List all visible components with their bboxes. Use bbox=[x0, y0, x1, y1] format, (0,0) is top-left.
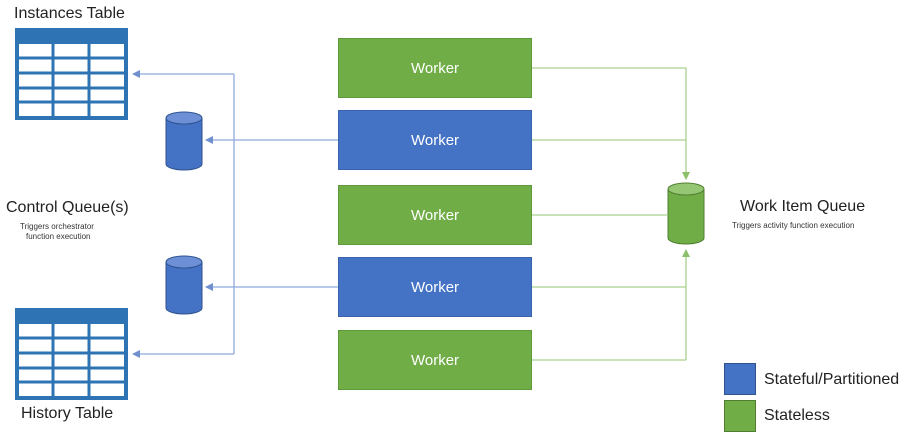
green-connectors bbox=[532, 67, 690, 361]
control-queue-cylinder-bottom bbox=[165, 255, 203, 315]
legend-label-stateless: Stateless bbox=[764, 407, 830, 424]
worker-label: Worker bbox=[410, 351, 460, 369]
instances-table-title: Instances Table bbox=[14, 5, 125, 22]
work-item-queue-subtitle: Triggers activity function execution bbox=[732, 221, 855, 230]
history-table-icon bbox=[15, 308, 128, 400]
control-queue-cylinder-top bbox=[165, 111, 203, 171]
worker-label: Worker bbox=[410, 206, 460, 224]
control-queue-subtitle-line1: Triggers orchestrator bbox=[20, 222, 94, 231]
work-item-queue-cylinder bbox=[667, 182, 705, 245]
work-item-queue-title: Work Item Queue bbox=[740, 198, 866, 215]
worker-label: Worker bbox=[410, 278, 460, 296]
worker-box-4: Worker bbox=[338, 257, 532, 317]
worker-box-3: Worker bbox=[338, 185, 532, 245]
legend-label-stateful: Stateful/Partitioned bbox=[764, 371, 900, 388]
legend-swatch-stateless bbox=[724, 400, 756, 432]
blue-connectors bbox=[132, 70, 338, 358]
instances-table-icon bbox=[15, 28, 128, 120]
control-queue-subtitle-line2: function execution bbox=[26, 232, 91, 241]
worker-box-2: Worker bbox=[338, 110, 532, 170]
legend-swatch-stateful bbox=[724, 363, 756, 395]
worker-label: Worker bbox=[410, 59, 460, 77]
control-queue-title: Control Queue(s) bbox=[6, 199, 129, 216]
worker-label: Worker bbox=[410, 131, 460, 149]
worker-box-1: Worker bbox=[338, 38, 532, 98]
history-table-title: History Table bbox=[21, 405, 114, 422]
worker-box-5: Worker bbox=[338, 330, 532, 390]
